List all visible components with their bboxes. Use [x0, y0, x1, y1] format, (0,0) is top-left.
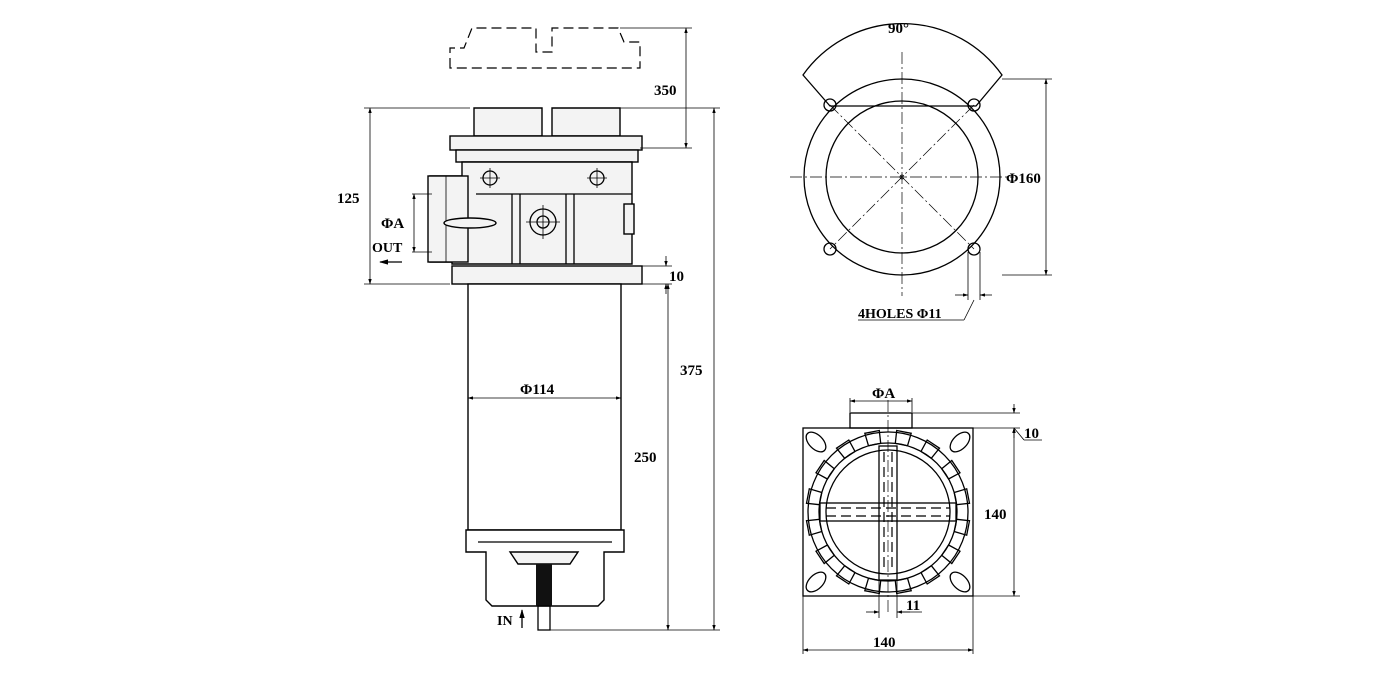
ring-tooth [863, 577, 882, 595]
dim-350: 350 [654, 83, 677, 99]
ring-tooth [805, 487, 823, 506]
label-4holes: 4HOLES Φ11 [858, 307, 942, 322]
dim-90-deg: 90° [888, 21, 909, 37]
dim-125: 125 [337, 191, 360, 207]
ring-tooth [920, 564, 941, 585]
side-plug [623, 203, 635, 235]
ring-tooth [815, 544, 836, 565]
hole-bl [823, 242, 837, 256]
ring-tooth [835, 564, 856, 585]
ring-tooth [953, 487, 971, 506]
ring-teeth [805, 429, 971, 595]
inlet-tube-dark [536, 564, 552, 606]
label-out: OUT [372, 241, 403, 256]
bottom-view: ΦA 10 140 11 140 [802, 386, 1042, 654]
dim-10-bottom: 10 [1024, 426, 1039, 442]
top-cap-right [551, 107, 621, 137]
dim-phi-160: Φ160 [1006, 171, 1041, 187]
hole-br [967, 242, 981, 256]
top-cap-left [473, 107, 543, 137]
filter-bowl [467, 283, 622, 531]
hole-tl [823, 98, 837, 112]
inlet-tube [537, 605, 551, 631]
label-in: IN [497, 614, 513, 629]
side-view: 350 125 ΦA OUT 10 375 250 Φ114 IN [337, 27, 720, 631]
dim-phi-a-bottom: ΦA [872, 386, 895, 402]
ring-tooth [953, 518, 971, 537]
ring-tooth [940, 459, 961, 480]
flange-lug [802, 22, 1003, 107]
dim-10-side: 10 [669, 269, 684, 285]
cover-lip [455, 149, 639, 163]
dim-140-height: 140 [984, 507, 1007, 523]
ring-tooth [835, 439, 856, 460]
ring-tooth [805, 518, 823, 537]
clearance-outline [449, 27, 641, 69]
top-view: 90° Φ160 4HOLES Φ11 [790, 21, 1052, 322]
dim-375: 375 [680, 363, 703, 379]
cover-plate [449, 135, 643, 151]
dim-140-width: 140 [873, 635, 896, 651]
ring-tooth [940, 544, 961, 565]
dim-phi-a: ΦA [381, 216, 404, 232]
ring-tooth [863, 429, 882, 447]
ring-tooth [894, 429, 913, 447]
dim-11-slot: 11 [906, 598, 920, 614]
dim-250: 250 [634, 450, 657, 466]
mounting-flange [451, 265, 643, 285]
hole-tr [967, 98, 981, 112]
outlet-handle [443, 217, 497, 229]
dim-phi-114: Φ114 [520, 382, 555, 398]
ring-tooth [815, 459, 836, 480]
ring-tooth [920, 439, 941, 460]
